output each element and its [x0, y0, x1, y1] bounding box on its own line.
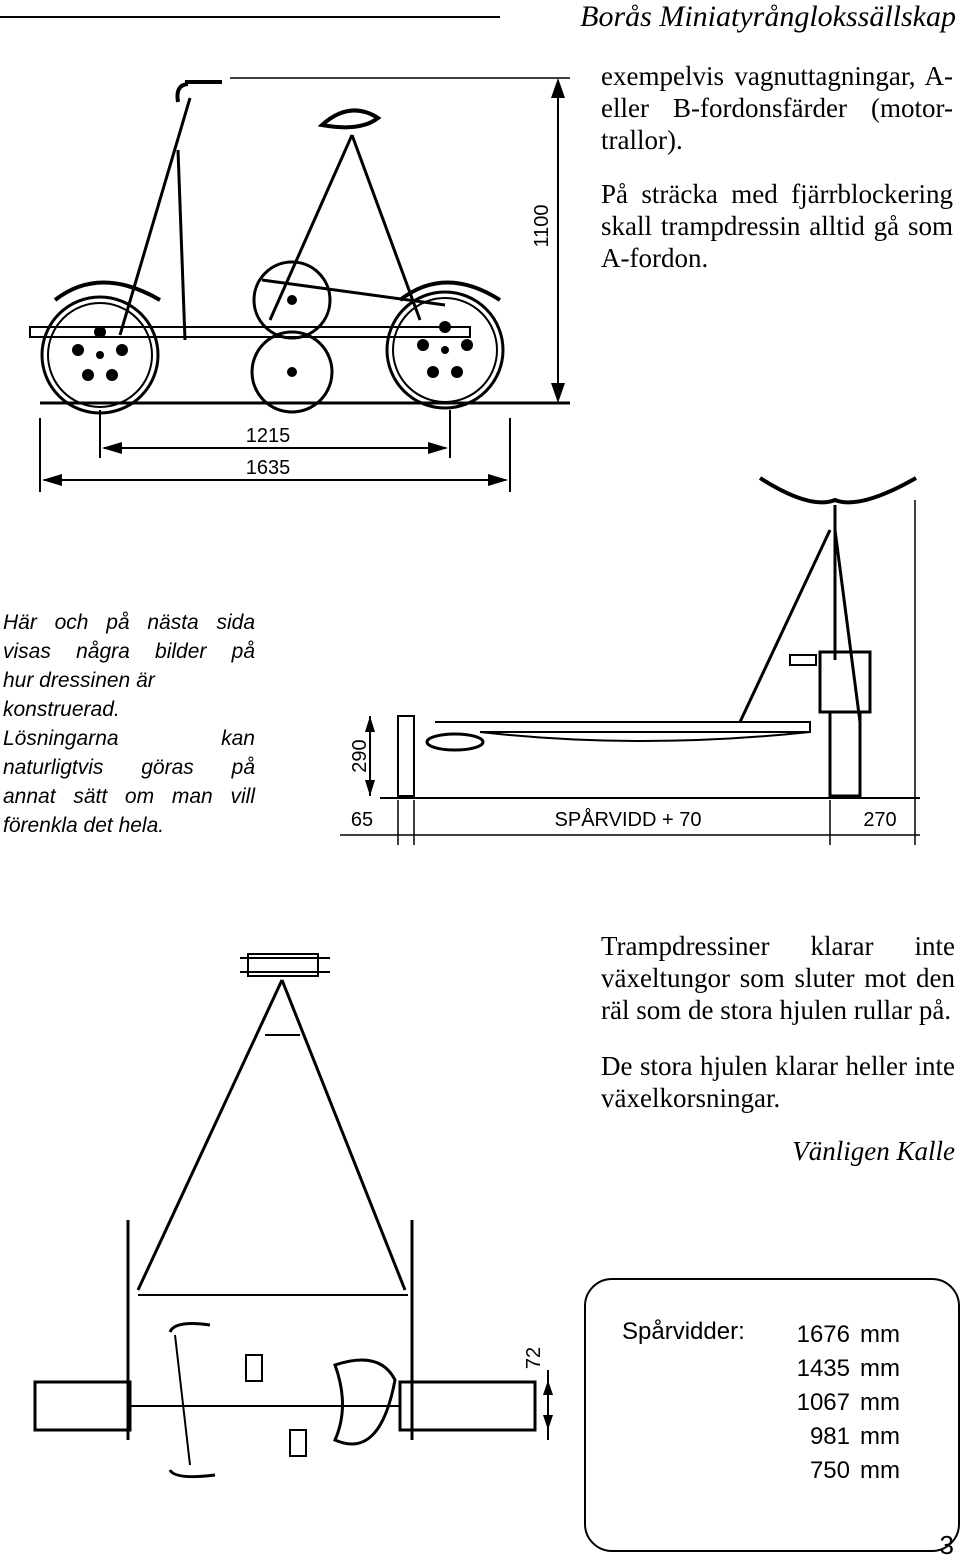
switch-line: De stora hjulen klarar heller inte: [601, 1051, 955, 1081]
side-note-line: Här och på nästa sida: [3, 611, 255, 634]
intro-line: trallor).: [601, 125, 683, 155]
gauge-row: 1435 mm: [782, 1352, 900, 1386]
side-view-height-dim: 1100: [531, 204, 553, 247]
front-view-drawing: 290 65 SPÅRVIDD + 70 270: [340, 476, 920, 845]
side-note-line: annat sätt om man vill: [3, 785, 255, 808]
intro-line: exempelvis vagnuttagningar, A-: [601, 61, 953, 91]
switch-paragraph-2: De stora hjulen klarar heller inte växel…: [601, 1050, 955, 1114]
side-note: Här och på nästa sida visas några bilder…: [3, 608, 255, 840]
header-title: Borås Miniatyrånglokssällskap: [580, 0, 956, 33]
side-note-line: naturligtvis göras på: [3, 756, 255, 779]
signature: Vänligen Kalle: [792, 1136, 955, 1166]
intro-paragraph: exempelvis vagnuttagningar, A- eller B-f…: [601, 60, 953, 156]
switch-line: räl som de stora hjulen rullar på.: [601, 995, 952, 1025]
side-view-length-dim: 1635: [246, 457, 291, 479]
front-view-right-dim: 270: [863, 809, 896, 831]
gauge-unit: mm: [860, 1457, 900, 1484]
gauge-unit: mm: [860, 1355, 900, 1382]
gauge-unit: mm: [860, 1389, 900, 1416]
side-note-line: hur dressinen är: [3, 669, 155, 692]
gauge-row: 1067 mm: [782, 1386, 900, 1420]
intro-line: eller B-fordonsfärder (motor-: [601, 93, 953, 123]
intro-line: A-fordon.: [601, 243, 709, 273]
gauge-unit: mm: [860, 1423, 900, 1450]
gauge-label: Spårvidder:: [622, 1318, 745, 1345]
front-view-left-dim: 65: [351, 809, 373, 831]
header-rule: [0, 16, 500, 18]
switch-line: växelkorsningar.: [601, 1083, 781, 1113]
side-note-line: Lösningarna kan: [3, 727, 255, 750]
intro-paragraph-2: På sträcka med fjärrblockering skall tra…: [601, 178, 953, 274]
switch-paragraph: Trampdressiner klarar inte växeltungor s…: [601, 930, 955, 1026]
gauge-row: 981 mm: [782, 1420, 900, 1454]
switch-line: växeltungor som sluter mot den: [601, 963, 955, 993]
gauge-row: 750 mm: [782, 1454, 900, 1488]
side-note-line: förenkla det hela.: [3, 814, 165, 837]
page-number: 3: [939, 1530, 954, 1560]
gauge-value: 1067: [796, 1389, 850, 1416]
gauge-row: 1676 mm: [782, 1318, 900, 1352]
side-note-line: visas några bilder på: [3, 640, 255, 663]
gauge-list: 1676 mm 1435 mm 1067 mm 981 mm 750 mm: [782, 1318, 900, 1488]
top-view-dim: 72: [523, 1347, 545, 1369]
side-view-wheelbase-dim: 1215: [246, 425, 291, 447]
gauge-value: 1435: [796, 1355, 850, 1382]
side-note-line: konstruerad.: [3, 698, 120, 721]
gauge-value: 750: [809, 1457, 850, 1484]
side-view-drawing: 1100 1215 1635: [29, 77, 570, 492]
intro-line: skall trampdressin alltid gå som: [601, 211, 953, 241]
gauge-value: 981: [809, 1423, 850, 1450]
front-view-track-dim: SPÅRVIDD + 70: [555, 808, 702, 831]
top-view-drawing: 72: [33, 953, 553, 1479]
front-view-height-dim: 290: [349, 739, 371, 772]
gauge-value: 1676: [796, 1321, 850, 1348]
gauge-box: Spårvidder: 1676 mm 1435 mm 1067 mm 981 mm 7…: [584, 1278, 960, 1552]
gauge-unit: mm: [860, 1321, 900, 1348]
intro-line: På sträcka med fjärrblockering: [601, 179, 953, 209]
switch-line: Trampdressiner klarar inte: [601, 931, 955, 961]
